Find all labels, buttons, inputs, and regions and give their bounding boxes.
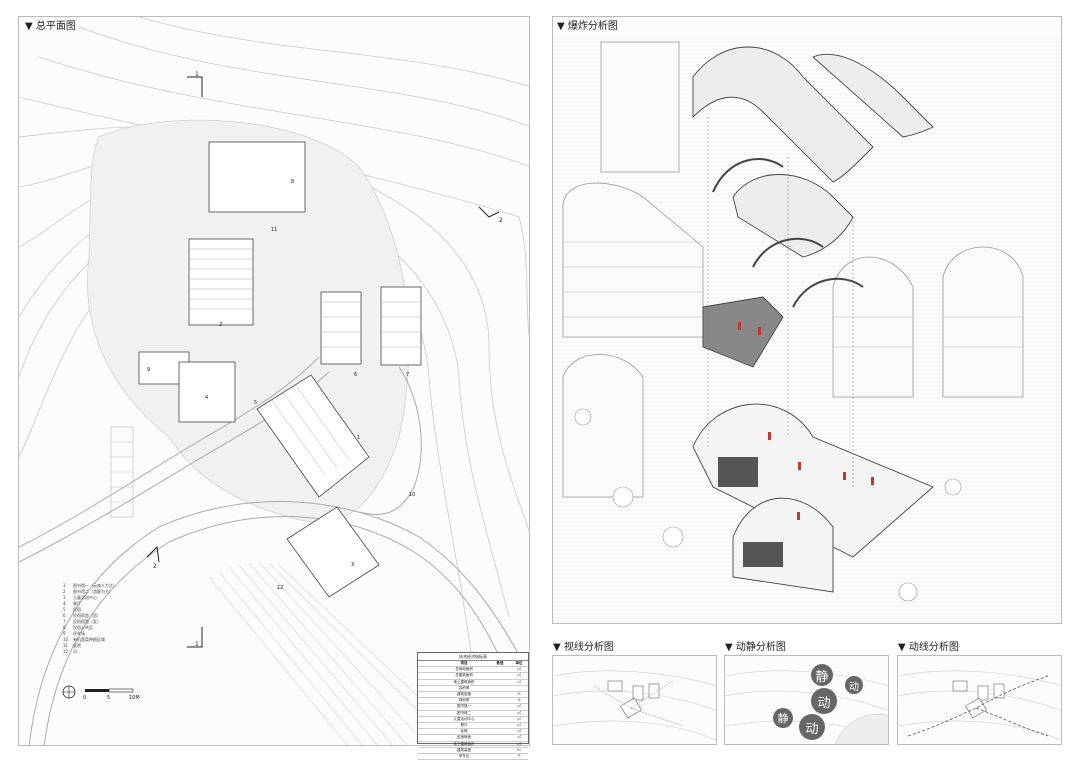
table-header-row: 项目数值单位 [418,661,528,668]
static-zone-label: 静 [773,708,793,728]
exploded-panel: ▼ 爆炸分析图 [552,16,1062,624]
static-dynamic-title: ▼ 动静分析图 [725,642,786,653]
section-mark: 2 [499,217,503,224]
table-title: 技术经济指标表 [418,653,528,661]
building-label: 10 [409,492,416,498]
building-label: 3 [351,562,355,568]
building-label: 2 [219,322,223,328]
building-label: 12 [277,585,284,591]
building-label: 7 [406,372,410,378]
table-row: 绿地率% [418,698,528,705]
table-row: 容积率 [418,686,528,693]
exploded-title: ▼ 爆炸分析图 [557,21,618,32]
building-label: 4 [205,395,209,401]
scale-label: 5 [107,695,111,701]
building-label: 1 [357,435,361,441]
circulation-drawing [898,670,1061,741]
site-plan-title: ▼ 总平面图 [25,21,76,32]
circulation-panel [897,655,1062,745]
site-plan-panel: ▼ 总平面图 [18,16,530,746]
site-plan-drawing [19,17,529,745]
scale-label: 0 [83,695,87,701]
sight-title: ▼ 视线分析图 [553,642,614,653]
dynamic-zone-label: 动 [799,714,825,740]
table-row: 停车位个 [418,754,528,761]
sight-drawing [553,670,716,741]
building-label: 6 [354,372,358,378]
exploded-axon-drawing [553,37,1061,623]
building-label: 9 [147,367,151,373]
scale-label: 10M [129,695,140,701]
building-8 [208,141,306,213]
building-label: 11 [271,227,278,233]
static-zone-label: 静 [811,664,833,686]
circulation-title: ▼ 动线分析图 [898,642,959,653]
section-mark: 2 [153,563,157,570]
static-dynamic-drawing [725,670,888,744]
building-label: 8 [291,179,295,185]
dynamic-zone-label: 动 [845,676,863,694]
table-row: 建筑密度% [418,692,528,699]
sight-panel [552,655,717,745]
dynamic-zone-label: 动 [811,688,837,714]
static-dynamic-panel: 静 动 动 静 动 [724,655,889,745]
building-label: 5 [254,400,258,406]
section-mark: 1 [195,71,199,78]
section-mark: 1 [195,641,199,648]
